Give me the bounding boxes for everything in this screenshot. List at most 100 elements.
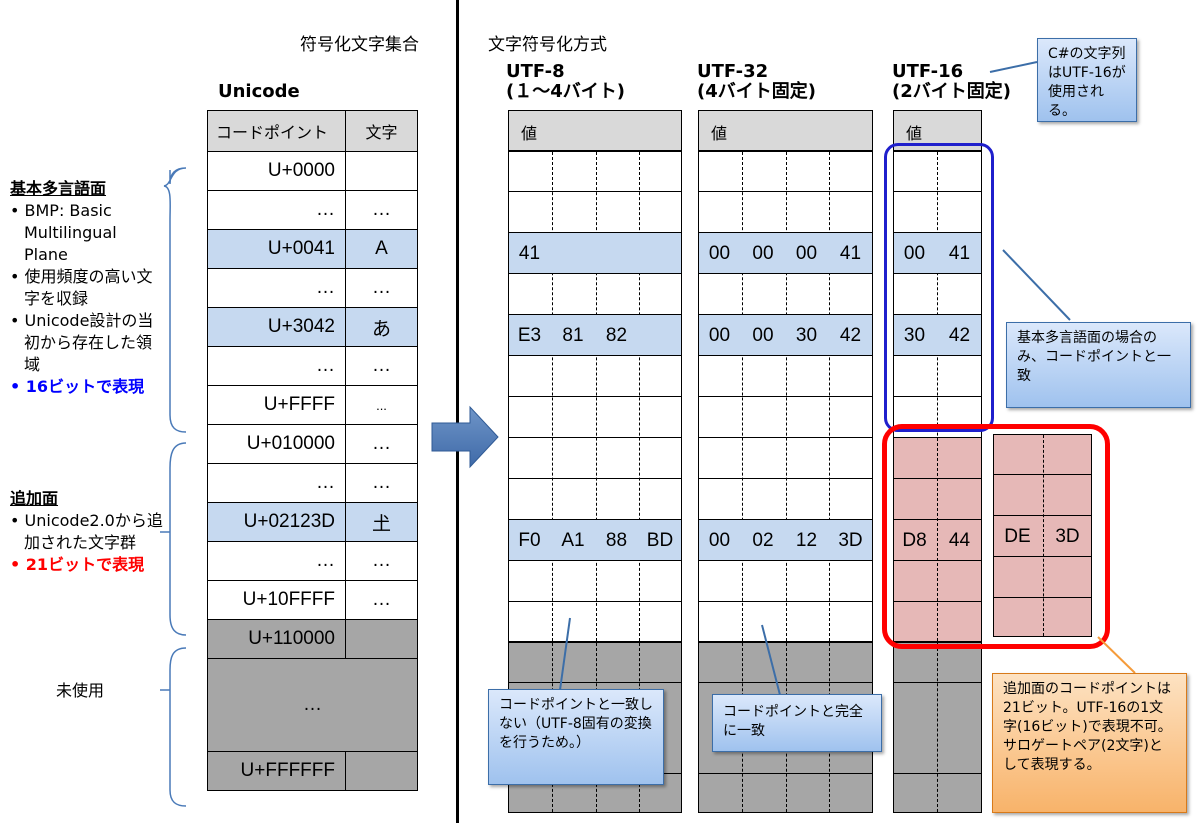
utf8-hiragana-byte: 82 xyxy=(605,325,628,346)
codepoint-cell: U+010000 xyxy=(207,424,346,464)
utf32-title: UTF-32(4バイト固定) xyxy=(697,61,816,102)
unicode-title: Unicode xyxy=(218,81,300,102)
encoding-header: 文字符号化方式 xyxy=(488,35,607,55)
utf8-hiragana-byte: E3 xyxy=(517,325,542,346)
codepoint-cell: U+110000 xyxy=(207,619,346,659)
codepoint-cell: U+0041 xyxy=(207,229,346,269)
char-cell: … xyxy=(345,580,418,620)
utf16-hiragana-byte: 42 xyxy=(948,325,971,346)
codepoint-cell: U+3042 xyxy=(207,307,346,347)
utf8-supp-byte: 88 xyxy=(605,530,628,551)
utf8-a-byte: 41 xyxy=(518,243,541,264)
codepoint-cell: U+FFFF xyxy=(207,385,346,425)
bmp-bullet: • 使用頻度の高い文字を収録 xyxy=(10,267,153,308)
utf16-low-surrogate-byte: DE xyxy=(1004,526,1031,547)
char-cell: A xyxy=(345,229,418,269)
char-cell: あ xyxy=(345,307,418,347)
codepoint-cell: … xyxy=(207,190,346,230)
utf8-hiragana-byte: 81 xyxy=(562,325,584,346)
utf16-surrogate-high-area xyxy=(893,437,982,642)
callout-bmp-match: 基本多言語面の場合のみ、コードポイントと一致 xyxy=(1006,322,1191,408)
utf32-supp-byte: 00 xyxy=(708,530,731,551)
table-row: U+10FFFF… xyxy=(207,580,418,620)
callout-csharp: C#の文字列はUTF-16が使用される。 xyxy=(1037,38,1137,122)
bmp-bullet: • BMP: Basic Multilingual Plane xyxy=(10,201,117,264)
utf16-a-byte: 00 xyxy=(903,243,926,264)
table-row: …… xyxy=(207,463,418,503)
utf16-high-surrogate-byte: D8 xyxy=(902,530,927,551)
char-set-header: 符号化文字集合 xyxy=(300,35,419,55)
utf8-supp-byte: F0 xyxy=(518,530,541,551)
supp-title: 追加面 xyxy=(10,489,59,508)
brace-icons xyxy=(160,167,187,807)
bmp-bullet: • Unicode設計の当初から存在した領域 xyxy=(10,311,154,374)
unicode-header-row: コードポイント 文字 xyxy=(207,110,418,152)
table-row: U+FFFFFF xyxy=(207,751,418,791)
utf32-supp-byte: 12 xyxy=(795,530,818,551)
table-row: U+110000 xyxy=(207,619,418,659)
utf8-title: UTF-8(１～4バイト) xyxy=(506,61,625,102)
bmp-title: 基本多言語面 xyxy=(10,179,107,198)
utf16-unused xyxy=(893,642,982,813)
utf8-value-header: 値 xyxy=(508,110,682,151)
codepoint-cell: U+FFFFFF xyxy=(207,751,346,791)
char-cell xyxy=(345,751,418,791)
utf32-hiragana-byte: 42 xyxy=(839,325,862,346)
utf32-row-a-bg xyxy=(699,233,872,273)
utf32-a-byte: 00 xyxy=(795,243,818,264)
utf32-hiragana-byte: 30 xyxy=(795,325,818,346)
utf16-hiragana-byte: 30 xyxy=(903,325,926,346)
callout-supp-note: 追加面のコードポイントは21ビット。UTF-16の1文字(16ビット)で表現不可… xyxy=(992,673,1187,813)
utf16-surrogate-low-area xyxy=(993,434,1092,637)
utf8-supp-byte: A1 xyxy=(561,530,585,551)
utf16-row-a-bg xyxy=(894,233,981,273)
codepoint-col-header: コードポイント xyxy=(207,110,346,152)
codepoint-cell: … xyxy=(207,463,346,503)
utf32-hiragana-byte: 00 xyxy=(708,325,731,346)
supp-bullet: • Unicode2.0から追加された文字群 xyxy=(10,511,163,552)
utf8-row-supp-bg xyxy=(509,520,681,560)
bmp-bullet-16bit: • 16ビットで表現 xyxy=(10,377,145,396)
table-row: U+010000… xyxy=(207,424,418,464)
char-col-header: 文字 xyxy=(345,110,418,152)
supp-description: 追加面 • Unicode2.0から追加された文字群 • 21ビットで表現 xyxy=(10,488,170,576)
utf32-supp-byte: 02 xyxy=(752,530,774,551)
bmp-description: 基本多言語面 • BMP: Basic Multilingual Plane •… xyxy=(10,178,165,398)
unused-label: 未使用 xyxy=(56,681,105,700)
char-cell: … xyxy=(345,268,418,308)
utf32-a-byte: 41 xyxy=(839,243,862,264)
utf32-a-byte: 00 xyxy=(752,243,774,264)
section-divider xyxy=(456,0,459,823)
codepoint-cell: … xyxy=(207,658,418,752)
supp-highlight-frame xyxy=(882,424,1110,649)
utf32-supp-byte: 3D xyxy=(838,530,863,551)
codepoint-cell: U+0000 xyxy=(207,151,346,191)
utf16-title: UTF-16(2バイト固定) xyxy=(892,61,1011,102)
utf32-a-byte: 00 xyxy=(708,243,731,264)
utf32-row-supp-bg xyxy=(699,520,872,560)
char-cell: … xyxy=(345,424,418,464)
right-arrow-icon xyxy=(431,405,499,469)
supp-bullet-21bit: • 21ビットで表現 xyxy=(10,555,145,574)
utf16-low-surrogate-byte: 3D xyxy=(1055,526,1080,547)
char-cell: … xyxy=(345,346,418,386)
utf16-high-surrogate-byte: 44 xyxy=(948,530,971,551)
utf8-supp-byte: BD xyxy=(646,530,674,551)
utf16-a-byte: 41 xyxy=(948,243,971,264)
codepoint-cell: U+10FFFF xyxy=(207,580,346,620)
table-row: U+0000 xyxy=(207,151,418,191)
table-row: … xyxy=(207,658,418,752)
callout-utf8-nomatch: コードポイントと一致しない（UTF-8固有の変換を行うため。） xyxy=(488,689,664,785)
utf32-row-hiragana-bg xyxy=(699,315,872,355)
utf8-row-hiragana-bg xyxy=(509,315,681,355)
utf8-row-a-bg xyxy=(509,233,681,273)
utf32-value-header: 値 xyxy=(698,110,873,151)
utf32-hiragana-byte: 00 xyxy=(752,325,774,346)
bmp-highlight-frame xyxy=(884,143,994,432)
